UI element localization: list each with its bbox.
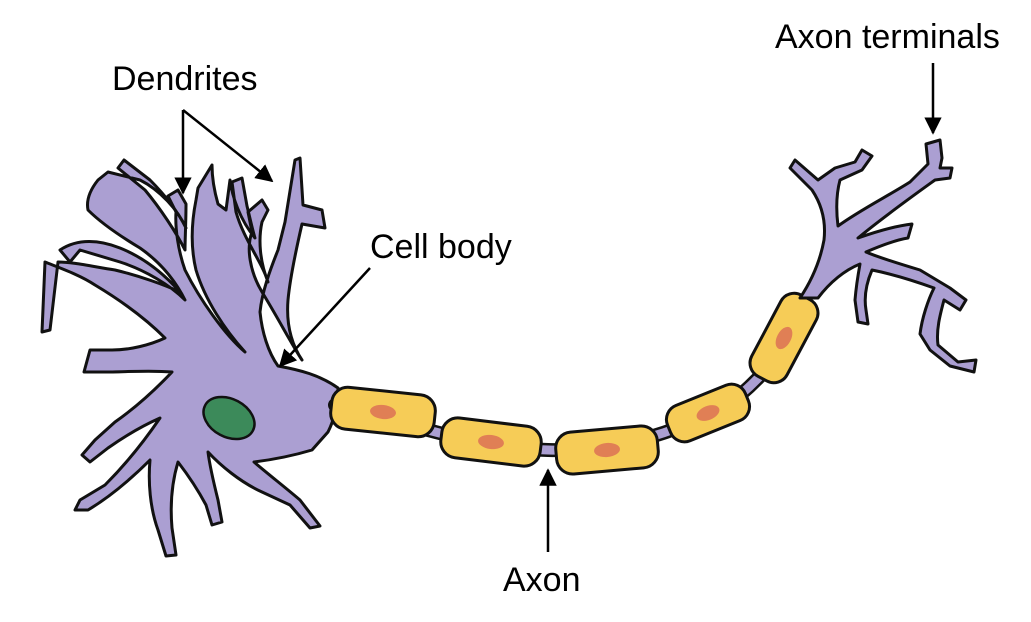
myelin-sheaths: [329, 291, 820, 476]
cell-body-label: Cell body: [370, 228, 512, 266]
myelin-sheath: [554, 424, 660, 476]
schwann-nucleus: [696, 405, 720, 421]
schwann-nucleus: [478, 434, 504, 450]
myelin-sheath: [329, 385, 437, 439]
myelin-sheath: [748, 291, 820, 385]
axon-terminal-branches: [788, 138, 978, 374]
cell-body: [40, 156, 340, 558]
cell-body-arrow: [278, 267, 371, 368]
axon-terminals: [788, 138, 978, 374]
nucleus: [202, 395, 256, 441]
dendrites-arrow-right: [182, 109, 274, 183]
axon-terminals-label: Axon terminals: [775, 18, 1000, 56]
annotation-arrows: [174, 63, 942, 552]
myelin-sheath: [664, 382, 752, 444]
myelin-sheath: [439, 416, 543, 468]
cell-body-and-dendrites: [40, 156, 340, 558]
schwann-nucleus: [370, 404, 396, 420]
dendrites-label: Dendrites: [112, 60, 258, 98]
schwann-nucleus: [775, 326, 793, 350]
axon-label: Axon: [503, 561, 581, 599]
schwann-nucleus: [594, 442, 620, 458]
